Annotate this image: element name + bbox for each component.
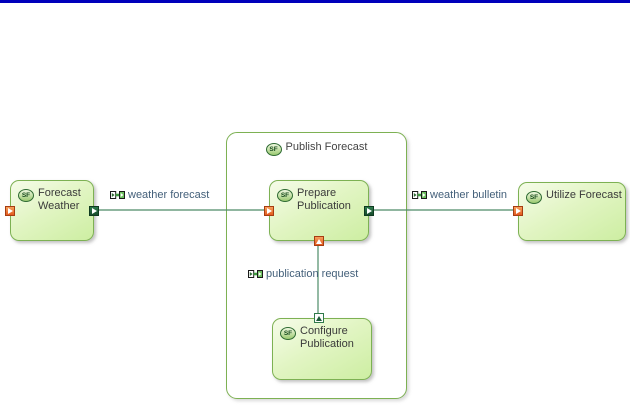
utilize-forecast-label: Utilize Forecast	[546, 189, 622, 201]
publish-forecast-label: Publish Forecast	[285, 141, 368, 153]
system-function-icon: SF	[277, 189, 293, 202]
edge-label-weather-forecast[interactable]: weather forecast	[110, 189, 209, 201]
weather-forecast-text: weather forecast	[128, 189, 210, 201]
configure-publication-output-port[interactable]	[314, 313, 324, 323]
exchange-item-icon	[248, 270, 263, 278]
forecast-weather-input-port[interactable]	[5, 206, 15, 216]
window-top-border	[0, 0, 630, 3]
node-prepare-publication[interactable]: SF Prepare Publication	[264, 180, 374, 246]
system-function-icon: SF	[18, 189, 34, 202]
node-forecast-weather[interactable]: SF Forecast Weather	[5, 180, 99, 241]
prepare-publication-input-port[interactable]	[264, 206, 274, 216]
system-function-icon: SF	[265, 143, 282, 156]
prepare-publication-bottom-input-port[interactable]	[314, 236, 324, 246]
node-utilize-forecast[interactable]: SF Utilize Forecast	[513, 182, 626, 241]
edge-label-weather-bulletin[interactable]: weather bulletin	[412, 189, 507, 201]
prepare-publication-output-port[interactable]	[364, 206, 374, 216]
exchange-item-icon	[110, 191, 125, 199]
publish-forecast-title: SF Publish Forecast	[227, 133, 406, 156]
node-configure-publication[interactable]: SF Configure Publication	[272, 313, 372, 380]
exchange-item-icon	[412, 191, 427, 199]
system-function-icon: SF	[280, 327, 296, 340]
prepare-publication-label: Prepare Publication	[297, 187, 351, 212]
utilize-forecast-input-port[interactable]	[513, 206, 523, 216]
edge-label-publication-request[interactable]: publication request	[248, 268, 358, 280]
weather-bulletin-text: weather bulletin	[430, 189, 508, 201]
publication-request-text: publication request	[266, 268, 359, 280]
forecast-weather-output-port[interactable]	[89, 206, 99, 216]
configure-publication-label: Configure Publication	[300, 325, 354, 350]
forecast-weather-label: Forecast Weather	[38, 187, 81, 212]
system-function-icon: SF	[526, 191, 542, 204]
